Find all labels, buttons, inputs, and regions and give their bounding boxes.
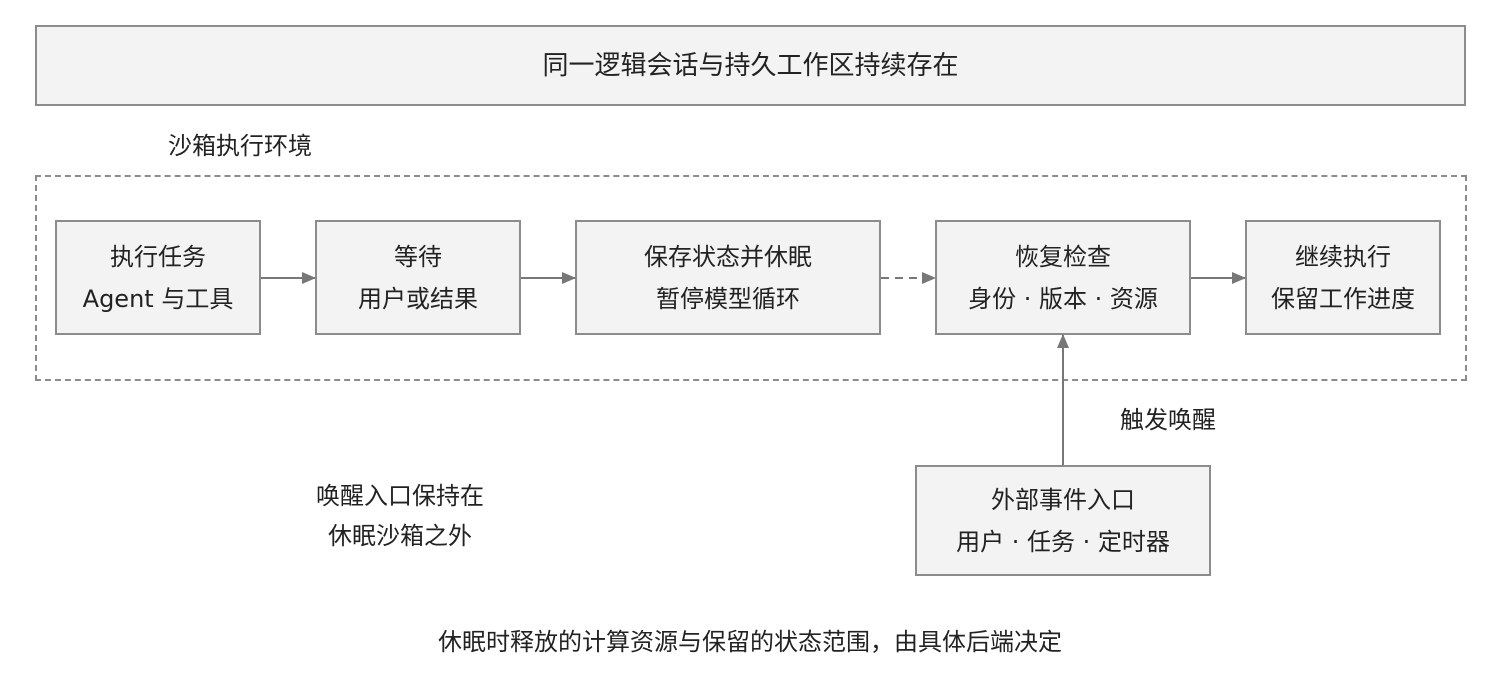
step-wait-detail: 用户或结果 <box>358 284 478 313</box>
wake-entry-note-line1: 唤醒入口保持在 <box>316 482 484 510</box>
step-execute-task-title: 执行任务 <box>110 242 206 271</box>
wake-entry-note-line2: 休眠沙箱之外 <box>328 522 472 550</box>
step-wait: 等待 用户或结果 <box>315 220 521 335</box>
step-execute-task: 执行任务 Agent 与工具 <box>55 220 261 335</box>
external-event-entry-detail: 用户 · 任务 · 定时器 <box>956 527 1170 556</box>
step-resume-check-detail: 身份 · 版本 · 资源 <box>968 284 1158 313</box>
step-continue-detail: 保留工作进度 <box>1271 284 1415 313</box>
wake-trigger-label: 触发唤醒 <box>1120 406 1216 434</box>
step-resume-check-title: 恢复检查 <box>1015 242 1111 271</box>
session-banner-title: 同一逻辑会话与持久工作区持续存在 <box>542 50 959 81</box>
external-event-entry-title: 外部事件入口 <box>991 485 1135 514</box>
sandbox-label: 沙箱执行环境 <box>168 132 312 160</box>
step-continue: 继续执行 保留工作进度 <box>1245 220 1441 335</box>
step-continue-title: 继续执行 <box>1295 242 1391 271</box>
step-save-and-sleep: 保存状态并休眠 暂停模型循环 <box>575 220 881 335</box>
step-execute-task-detail: Agent 与工具 <box>82 284 234 313</box>
step-save-and-sleep-title: 保存状态并休眠 <box>644 242 812 271</box>
step-save-and-sleep-detail: 暂停模型循环 <box>656 284 800 313</box>
step-resume-check: 恢复检查 身份 · 版本 · 资源 <box>935 220 1191 335</box>
external-event-entry: 外部事件入口 用户 · 任务 · 定时器 <box>915 465 1211 576</box>
sandbox-container <box>35 175 1467 381</box>
footer-note: 休眠时释放的计算资源与保留的状态范围，由具体后端决定 <box>438 628 1062 656</box>
wake-entry-note: 唤醒入口保持在 休眠沙箱之外 <box>290 476 510 556</box>
step-wait-title: 等待 <box>394 242 442 271</box>
session-banner: 同一逻辑会话与持久工作区持续存在 <box>35 25 1466 106</box>
